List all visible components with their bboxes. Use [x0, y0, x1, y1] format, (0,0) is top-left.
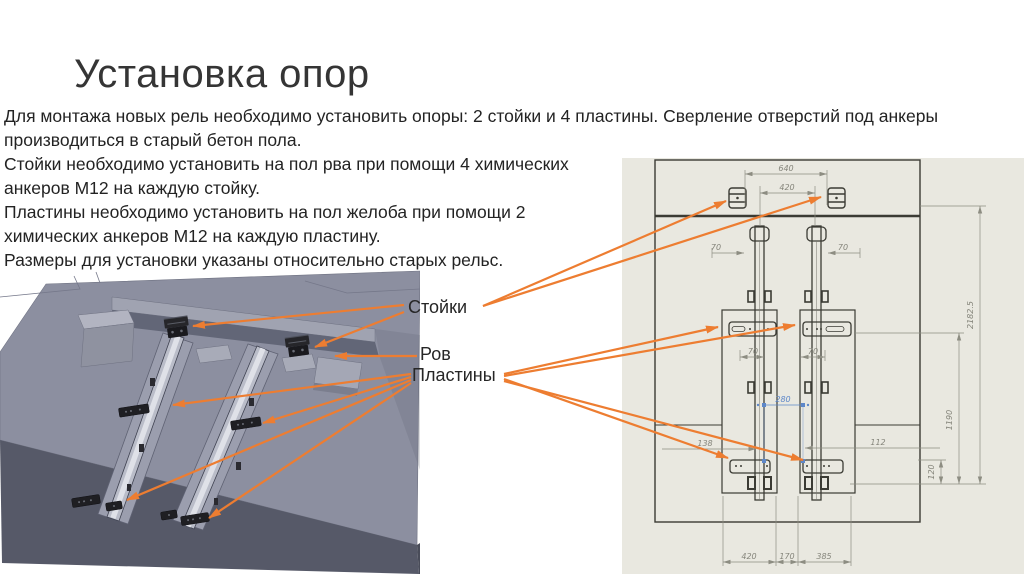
body-line: Стойки необходимо установить на пол рва …: [4, 154, 569, 174]
body-line: анкеров М12 на каждую стойку.: [4, 178, 260, 198]
dim-138: 138: [697, 439, 712, 448]
body-line: Пластины необходимо установить на пол же…: [4, 202, 526, 222]
dim-70-top-left: 70: [711, 243, 721, 252]
body-line: Для монтажа новых рель необходимо устано…: [4, 106, 939, 126]
dim-1190: 1190: [945, 410, 954, 430]
body-line: Размеры для установки указаны относитель…: [4, 250, 504, 270]
body-line: производиться в старый бетон пола.: [4, 130, 302, 150]
raised-block-left: [77, 309, 135, 368]
dim-420-base: 420: [741, 552, 756, 561]
dim-2182: 2182.5: [966, 301, 975, 329]
stand-3d-left: [163, 315, 189, 339]
label-plates: Пластины: [412, 365, 496, 385]
render-3d-figure: [0, 270, 420, 574]
page-title: Установка опор: [74, 52, 370, 96]
dim-640: 640: [778, 164, 793, 173]
label-trench: Ров: [420, 344, 451, 364]
technical-drawing: 640 420 70 70 70 70 138 112 120 1190 218…: [622, 158, 1024, 574]
drawing-background: [622, 158, 1024, 574]
body-line: химических анкеров М12 на каждую пластин…: [4, 226, 381, 246]
dim-70-top-right: 70: [838, 243, 848, 252]
body-text: Для монтажа новых рель необходимо устано…: [4, 104, 938, 272]
dim-420-top: 420: [779, 183, 794, 192]
raised-block-right: [313, 356, 363, 396]
label-stands: Стойки: [408, 297, 468, 317]
dim-385-base: 385: [816, 552, 831, 561]
dim-112: 112: [870, 438, 885, 447]
dim-280: 280: [775, 395, 790, 404]
dim-170-base: 170: [779, 552, 794, 561]
dim-70-mid-right: 70: [808, 347, 818, 356]
dim-70-mid-left: 70: [748, 347, 758, 356]
stand-3d-right: [284, 334, 310, 358]
dim-120: 120: [927, 464, 936, 479]
